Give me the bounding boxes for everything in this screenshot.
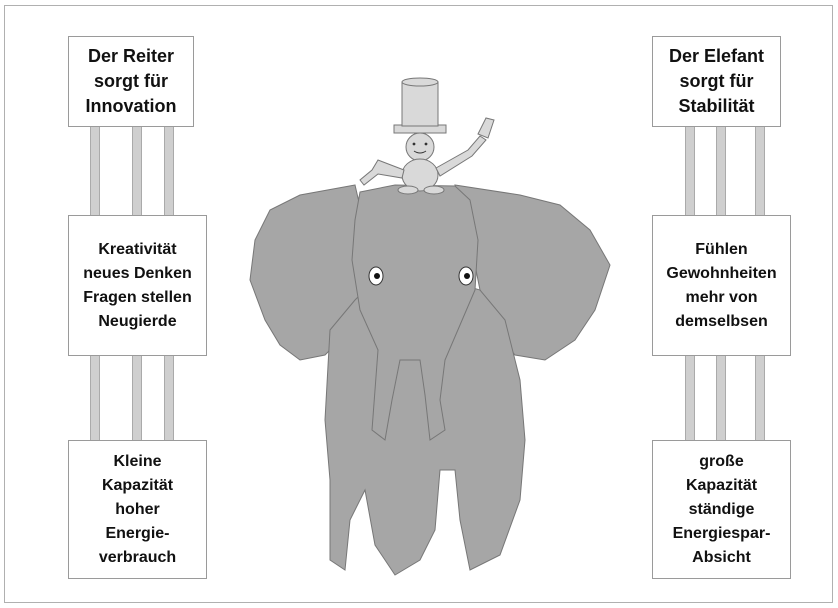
rider	[360, 78, 494, 194]
rider-right-arm	[436, 136, 486, 176]
hat-top	[402, 78, 438, 86]
hat-crown	[402, 82, 438, 126]
elephant-left-eye	[369, 267, 383, 285]
rider-raised-hand	[478, 118, 494, 138]
elephant-right-eye	[459, 267, 473, 285]
elephant	[250, 185, 610, 575]
rider-head	[406, 133, 434, 161]
rider-left-arm	[360, 160, 404, 185]
